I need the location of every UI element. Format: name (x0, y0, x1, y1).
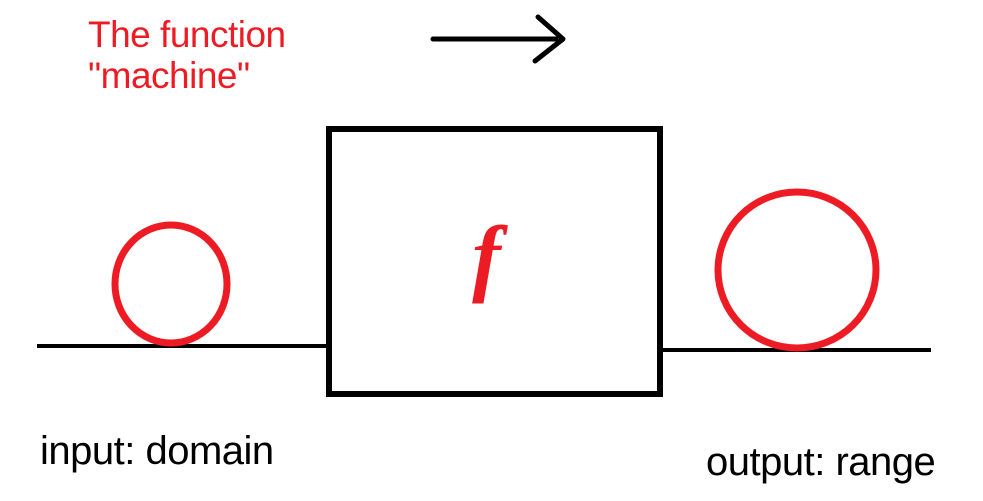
output-circle (714, 188, 880, 352)
output-label: output: range (706, 440, 936, 484)
right-arrow-icon (430, 14, 566, 64)
diagram-title: The function "machine" (88, 14, 286, 96)
function-symbol: f (472, 207, 501, 304)
title-line-1: The function (88, 14, 286, 55)
title-line-2: "machine" (88, 55, 250, 96)
input-circle (111, 221, 231, 347)
input-label: input: domain (40, 429, 274, 473)
machine-box (326, 126, 663, 397)
